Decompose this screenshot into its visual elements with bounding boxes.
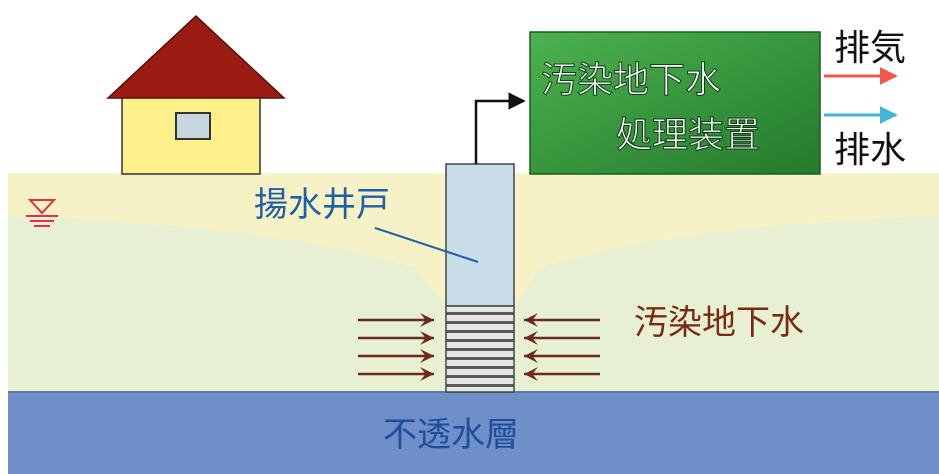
well-casing (445, 163, 515, 307)
exhaust-gas-label: 排気 (834, 28, 906, 69)
groundwater-zone (8, 216, 939, 392)
house (106, 14, 286, 175)
inflow-arrowhead (420, 349, 434, 363)
treatment-unit-box (529, 31, 821, 175)
pumping-well-leader-line (374, 227, 479, 263)
inflow-arrows-left (358, 313, 434, 381)
contaminated-groundwater-label: 汚染地下水 (634, 303, 804, 343)
inflow-arrowhead (420, 313, 434, 327)
pumping-well (445, 163, 515, 393)
drain-water-label: 排水 (834, 130, 906, 171)
water-table-symbol (26, 199, 58, 227)
house-window (175, 112, 211, 140)
impermeable-layer (8, 392, 939, 474)
discharge-pipe-arrow (474, 92, 526, 164)
inflow-arrowhead (420, 367, 434, 381)
inflow-arrowhead (524, 313, 538, 327)
well-screen (445, 305, 515, 393)
inflow-arrowhead (420, 331, 434, 345)
inflow-arrowhead (524, 331, 538, 345)
inflow-arrows-right (524, 313, 600, 381)
inflow-arrowhead (524, 349, 538, 363)
impermeable-layer-label: 不透水層 (383, 415, 519, 455)
treatment-unit-label-line2: 処理装置 (616, 115, 760, 156)
house-roof (106, 14, 286, 99)
inflow-arrowhead (524, 367, 538, 381)
treatment-unit-label-line1: 汚染地下水 (541, 60, 721, 101)
pumping-well-label: 揚水井戸 (254, 185, 390, 225)
